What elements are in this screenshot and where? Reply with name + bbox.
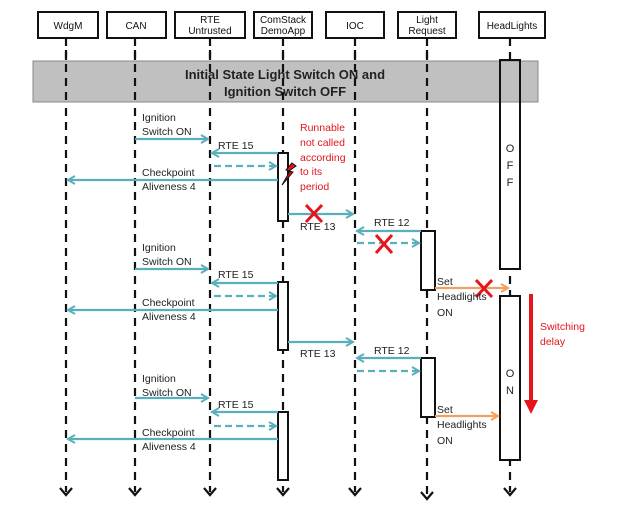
- banner-line-2: Ignition Switch OFF: [224, 84, 346, 99]
- state-letter: F: [507, 177, 514, 189]
- cycle-1: Ignition Switch ON RTE 15 Checkpoint Ali…: [68, 112, 508, 319]
- message-label: ON: [437, 435, 453, 447]
- message-label: Checkpoint: [142, 297, 195, 309]
- message-label: Switch ON: [142, 126, 192, 138]
- cycle-2: Ignition Switch ON RTE 15 Checkpoint Ali…: [68, 242, 498, 447]
- switching-delay-arrowhead: [524, 400, 538, 414]
- runnable-note: Runnable: [300, 122, 345, 134]
- message-label: Ignition: [142, 112, 176, 124]
- message-label: Set: [437, 276, 453, 288]
- lifeline-end-arrow: [128, 487, 142, 497]
- message-label: Ignition: [142, 242, 176, 254]
- participant-ioc: IOC: [325, 11, 385, 39]
- message-label: Ignition: [142, 373, 176, 385]
- participant-comstack-demoapp: ComStack DemoApp: [253, 11, 313, 39]
- message-label: RTE 15: [218, 269, 254, 281]
- runnable-note: not called: [300, 137, 345, 149]
- participant-headlights: HeadLights: [478, 11, 546, 39]
- message-label: RTE 13: [300, 348, 336, 360]
- state-letter: N: [506, 385, 514, 397]
- participant-label: RTE: [200, 15, 220, 26]
- message-label: RTE 12: [374, 345, 410, 357]
- lifeline-end-arrow: [503, 487, 517, 497]
- cycle-3: Ignition Switch ON RTE 15 Checkpoint Ali…: [68, 373, 278, 453]
- switching-delay-label: delay: [540, 336, 566, 348]
- blocked-x-icon: [374, 234, 394, 254]
- message-label: Headlights: [437, 291, 487, 303]
- lifeline-end-arrow: [59, 487, 73, 497]
- lifeline-end-arrow: [276, 487, 290, 497]
- state-letter: O: [506, 368, 515, 380]
- runnable-note: according: [300, 152, 346, 164]
- message-label: RTE 15: [218, 399, 254, 411]
- participant-wdgm: WdgM: [37, 11, 99, 39]
- switching-delay: Switching delay: [524, 294, 585, 414]
- lightrequest-activation-2: [420, 357, 436, 418]
- message-label: ON: [437, 307, 453, 319]
- message-label: Aliveness 4: [142, 181, 196, 193]
- comstack-activation-2: [277, 281, 289, 351]
- banner-line-1: Initial State Light Switch ON and: [185, 67, 385, 82]
- lifeline-end-arrow: [203, 487, 217, 497]
- message-label: Switch ON: [142, 256, 192, 268]
- message-label: Checkpoint: [142, 427, 195, 439]
- message-label: Set: [437, 404, 453, 416]
- blocked-x-icon: [304, 203, 324, 224]
- headlights-on-activation: O N: [499, 295, 521, 461]
- message-label: RTE 13: [300, 221, 336, 233]
- message-label: Aliveness 4: [142, 441, 196, 453]
- participant-label: Light: [416, 15, 438, 26]
- blocked-x-icon: [474, 278, 494, 299]
- message-label: RTE 12: [374, 217, 410, 229]
- message-label: Aliveness 4: [142, 311, 196, 323]
- runnable-note: to its: [300, 166, 322, 178]
- headlights-off-activation: O F F: [499, 59, 521, 270]
- participant-label: CAN: [125, 21, 146, 32]
- comstack-activation-1: [277, 152, 289, 222]
- comstack-activation-3: [277, 411, 289, 481]
- initial-state-banner: Initial State Light Switch ON and Igniti…: [32, 60, 539, 103]
- message-label: Checkpoint: [142, 167, 195, 179]
- lifeline-end-arrow: [348, 487, 362, 497]
- lightrequest-activation-1: [420, 230, 436, 291]
- participant-rte-untrusted: RTE Untrusted: [174, 11, 246, 39]
- participant-label: Request: [408, 26, 445, 37]
- state-letter: O: [506, 143, 515, 155]
- lightning-icon: [281, 162, 297, 186]
- participant-label: Untrusted: [188, 26, 231, 37]
- participant-can: CAN: [106, 11, 167, 39]
- state-letter: F: [507, 160, 514, 172]
- participant-label: HeadLights: [487, 21, 538, 32]
- message-label: RTE 15: [218, 140, 254, 152]
- lifeline-end-arrow: [420, 491, 434, 501]
- participant-label: WdgM: [54, 21, 83, 32]
- switching-delay-label: Switching: [540, 321, 585, 333]
- message-label: Headlights: [437, 419, 487, 431]
- runnable-note: period: [300, 181, 329, 193]
- participant-label: DemoApp: [261, 26, 306, 37]
- participant-light-request: Light Request: [397, 11, 457, 39]
- message-label: Switch ON: [142, 387, 192, 399]
- participant-label: IOC: [346, 21, 364, 32]
- participant-label: ComStack: [260, 15, 307, 26]
